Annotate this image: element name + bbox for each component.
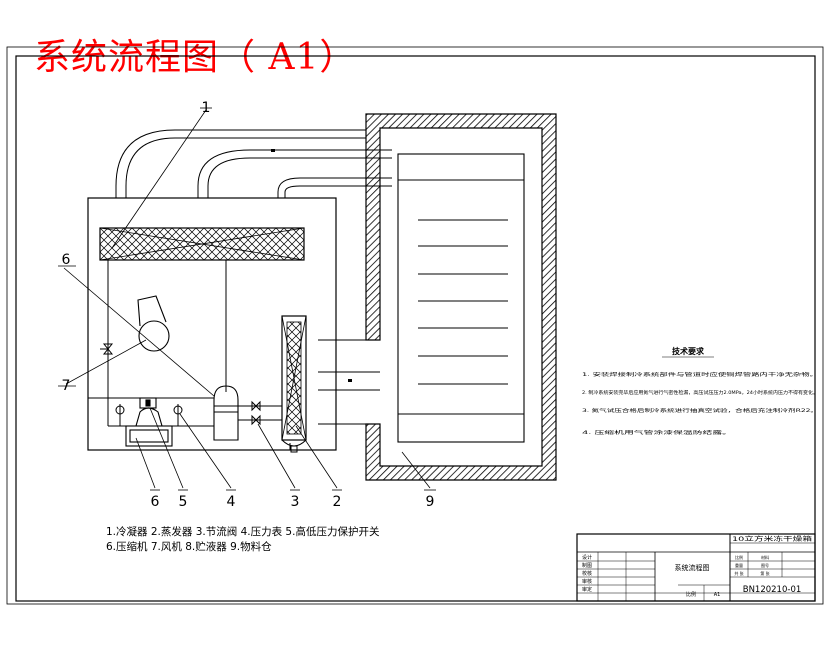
legend-line-2: 6.压缩机 7.风机 8.贮液器 9.物料仓 [106, 540, 272, 553]
air-duct [318, 339, 380, 425]
tb-cell-2: 重量 [735, 562, 743, 568]
tb-cell-4: 材料 [761, 554, 769, 560]
pressure-gauges [115, 405, 183, 415]
tb-cell-1: 比例 [735, 554, 743, 560]
tech-item-1: 1. 安装焊接制冷系统部件与管道时应使铜焊管路内干净无杂物。 [582, 371, 818, 378]
legend-line-1: 1.冷凝器 2.蒸发器 3.节流阀 4.压力表 5.高低压力保护开关 [106, 525, 380, 538]
tb-cell-5: 图号 [761, 562, 769, 568]
callout-6: 6 [151, 494, 160, 510]
tech-item-4: 4. 压缩机用气管涂漆保温防结露。 [582, 429, 732, 436]
top-pipes [115, 129, 392, 198]
tb-row-5: 审定 [582, 586, 592, 593]
drawing-frame-inner [15, 55, 816, 602]
tb-drawing-no: BN120210-01 [743, 585, 802, 595]
callout-1: 1 [202, 100, 211, 116]
receiver [213, 385, 239, 441]
tb-row-2: 制图 [582, 562, 592, 569]
callout-7: 7 [62, 378, 71, 394]
title-block [576, 533, 816, 602]
tech-item-3: 3. 氮气试压合格后制冷系统进行抽真空试验，合格后充注制冷剂R22。 [582, 407, 818, 414]
technical-requirements: 技术要求 1. 安装焊接制冷系统部件与管道时应使铜焊管路内干净无杂物。 2. 制… [582, 346, 818, 436]
tb-cell-6: 第 张 [760, 570, 769, 576]
tb-drawing-name: 系统流程图 [675, 563, 710, 572]
tb-row-4: 审核 [582, 578, 592, 585]
tb-row-1: 设计 [582, 554, 592, 561]
throttle-valves [251, 400, 261, 426]
callout-5: 5 [179, 494, 188, 510]
unit-cabinet [87, 197, 337, 451]
compressor [125, 397, 173, 447]
callout-4: 4 [227, 494, 236, 510]
condenser [99, 227, 305, 261]
fan [137, 295, 170, 352]
tb-row-3: 校核 [582, 570, 592, 577]
callout-2: 2 [333, 494, 342, 510]
tb-sheet: A1 [714, 592, 721, 598]
page-title: 系统流程图（ A1） [34, 37, 357, 78]
tb-cell-3: 共 张 [734, 570, 743, 576]
leader-lines [58, 107, 436, 491]
material-chamber [365, 113, 557, 481]
refrigerant-piping [88, 260, 291, 450]
tech-title: 技术要求 [672, 346, 705, 356]
tb-scale-label: 比例 [686, 591, 696, 598]
left-valve [100, 343, 114, 355]
callout-8: 6 [62, 252, 71, 268]
callout-9: 9 [426, 494, 435, 510]
tb-product: 10立方米冻干燥箱 [732, 535, 812, 543]
drawing-frame-outer [6, 46, 824, 605]
evaporator [281, 315, 307, 453]
tech-item-2: 2. 制冷系统安装完毕后应用氮气进行气密性检漏，高压试压压力2.0MPa，24小… [582, 389, 818, 396]
callout-3: 3 [291, 494, 300, 510]
